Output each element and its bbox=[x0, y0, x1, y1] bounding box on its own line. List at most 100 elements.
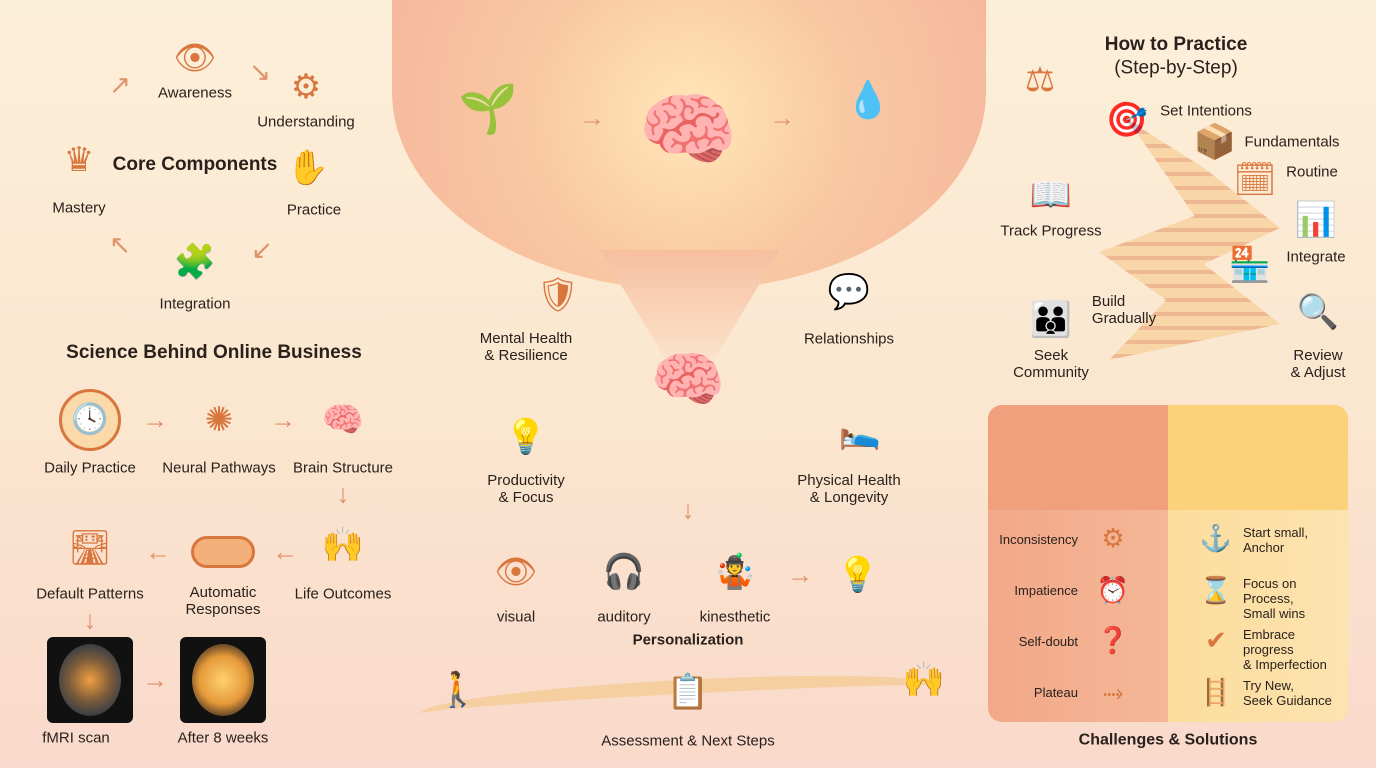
gears-icon: ⚙ bbox=[1101, 523, 1125, 553]
benefit-mental-health: Mental Health & Resilience bbox=[479, 330, 573, 364]
after-8-weeks-image bbox=[180, 637, 266, 723]
flow-arrow: → bbox=[270, 404, 296, 435]
person-arms-up-icon: 🙌 bbox=[321, 526, 365, 564]
cycle-arrow: ↗ bbox=[109, 69, 131, 100]
flow-arrow: ← bbox=[272, 536, 298, 567]
journal-icon: 📖 bbox=[1029, 176, 1073, 214]
hand-icon: ✋ bbox=[286, 149, 330, 187]
style-visual: visual bbox=[496, 608, 536, 626]
benefit-productivity: Productivity & Focus bbox=[487, 472, 565, 506]
community-icon: 👪 bbox=[1029, 301, 1073, 339]
cycle-arrow: ↙ bbox=[251, 234, 273, 265]
wall-bridge-illustration bbox=[988, 405, 1348, 510]
step-track-progress: Track Progress bbox=[1000, 222, 1102, 240]
core-mastery: Mastery bbox=[52, 199, 106, 217]
solution-try-new: Try New, Seek Guidance bbox=[1243, 678, 1332, 708]
flow-arrow: ← bbox=[145, 536, 171, 567]
step-routine: Routine bbox=[1286, 163, 1338, 181]
personalization-title: Personalization bbox=[632, 631, 744, 649]
chat-heart-icon: 💬 bbox=[827, 273, 871, 311]
step-integrate: Integrate bbox=[1286, 248, 1346, 266]
step-fundamentals: Fundamentals bbox=[1244, 133, 1340, 151]
flow-arrow: ↓ bbox=[681, 494, 695, 525]
clock-icon: ⏰ bbox=[1096, 575, 1130, 605]
flow-arrow: → bbox=[769, 102, 795, 133]
walking-person-icon: 🚶 bbox=[436, 671, 480, 709]
style-kinesthetic: kinesthetic bbox=[699, 608, 771, 626]
gear-anchor-icon: ⚓ bbox=[1199, 523, 1233, 553]
brain-heart-icon: 🧠 bbox=[650, 346, 726, 413]
checkmark-icon: ✔ bbox=[1205, 625, 1227, 655]
science-default-patterns: Default Patterns bbox=[36, 585, 144, 603]
flow-arrow: ↓ bbox=[83, 604, 97, 635]
headphones-icon: 🎧 bbox=[602, 553, 646, 591]
eye-icon: 👁 bbox=[173, 39, 217, 77]
problem-self-doubt: Self-doubt bbox=[1018, 634, 1078, 649]
science-title: Science Behind Online Business bbox=[66, 342, 362, 363]
bar-chart-icon: 📊 bbox=[1294, 201, 1338, 239]
puzzle-icon: 🧩 bbox=[173, 243, 217, 281]
target-icon: 🎯 bbox=[1105, 101, 1149, 139]
science-neural-pathways: Neural Pathways bbox=[162, 459, 276, 477]
ladder-icon: 🪜 bbox=[1199, 677, 1233, 707]
mirror-scales-icon: ⚖ bbox=[1024, 61, 1056, 99]
step-set-intentions: Set Intentions bbox=[1160, 102, 1252, 120]
solution-focus-process: Focus on Process, Small wins bbox=[1243, 576, 1306, 621]
crown-head-icon: ♛ bbox=[63, 141, 95, 179]
flow-arrow: → bbox=[142, 404, 168, 435]
cycle-arrow: ↖ bbox=[109, 229, 131, 260]
practice-subtitle: (Step-by-Step) bbox=[1114, 57, 1238, 79]
magnifier-refresh-icon: 🔍 bbox=[1296, 293, 1340, 331]
brain-icon: 🧠 bbox=[321, 401, 365, 439]
science-life-outcomes: Life Outcomes bbox=[294, 585, 392, 603]
kinesthetic-icon: 🤹 bbox=[713, 553, 757, 591]
science-automatic-responses: Automatic Responses bbox=[185, 584, 261, 618]
core-awareness: Awareness bbox=[158, 84, 232, 102]
winding-road-icon: 🛣 bbox=[68, 529, 112, 567]
water-drop-icon: 💧 bbox=[845, 79, 891, 120]
challenges-title: Challenges & Solutions bbox=[1078, 731, 1258, 749]
toggle-icon bbox=[191, 536, 255, 568]
clock-calendar-icon: 🗓 bbox=[1233, 161, 1277, 199]
fmri-scan-image bbox=[47, 637, 133, 723]
core-title: Core Components bbox=[112, 154, 278, 175]
problem-impatience: Impatience bbox=[1014, 583, 1078, 598]
science-fmri-label: fMRI scan bbox=[42, 729, 110, 747]
clock-icon: 🕓 bbox=[59, 389, 121, 451]
hourglass-icon: ⌛ bbox=[1199, 575, 1233, 605]
core-integration: Integration bbox=[159, 295, 231, 313]
solution-start-small: Start small, Anchor bbox=[1243, 525, 1309, 555]
lightbulb-eye-icon: 💡 bbox=[504, 418, 548, 456]
cycle-arrow: ↘ bbox=[249, 56, 271, 87]
box-icon: 📦 bbox=[1193, 123, 1237, 161]
benefit-relationships: Relationships bbox=[803, 330, 895, 348]
market-stall-icon: 🏪 bbox=[1228, 246, 1272, 284]
flow-arrow: ↓ bbox=[336, 478, 350, 509]
challenges-panel: Inconsistency Impatience Self-doubt Plat… bbox=[988, 405, 1348, 722]
sleep-shield-icon: 🛌 bbox=[838, 413, 882, 451]
style-auditory: auditory bbox=[597, 608, 651, 626]
science-after-label: After 8 weeks bbox=[177, 729, 269, 747]
shield-icon: 🛡 bbox=[536, 276, 580, 314]
problem-inconsistency: Inconsistency bbox=[999, 532, 1078, 547]
science-brain-structure: Brain Structure bbox=[292, 459, 394, 477]
step-seek-community: Seek Community bbox=[1013, 347, 1089, 381]
gear-icon: ⚙ bbox=[290, 68, 322, 106]
problem-plateau: Plateau bbox=[1033, 685, 1078, 700]
solution-embrace-progress: Embrace progress & Imperfection bbox=[1243, 627, 1327, 672]
science-daily-practice: Daily Practice bbox=[44, 459, 136, 477]
checklist-icon: 📋 bbox=[666, 673, 710, 711]
idea-bulb-icon: 💡 bbox=[836, 556, 880, 594]
core-understanding: Understanding bbox=[257, 113, 355, 131]
thought-question-icon: ❓ bbox=[1096, 625, 1130, 655]
neuron-icon: ✺ bbox=[204, 401, 234, 439]
flow-arrow: → bbox=[142, 664, 168, 695]
human-brain-icon: 🧠 bbox=[638, 85, 738, 174]
seed-sprout-icon: 🌱 bbox=[458, 83, 518, 136]
benefit-physical-health: Physical Health & Longevity bbox=[797, 472, 901, 506]
flow-arrow: → bbox=[787, 559, 813, 590]
practice-title: How to Practice bbox=[1104, 34, 1248, 55]
flow-arrow: → bbox=[579, 102, 605, 133]
visual-learner-icon: 👁 bbox=[494, 553, 538, 591]
assessment-label: Assessment & Next Steps bbox=[601, 732, 775, 750]
